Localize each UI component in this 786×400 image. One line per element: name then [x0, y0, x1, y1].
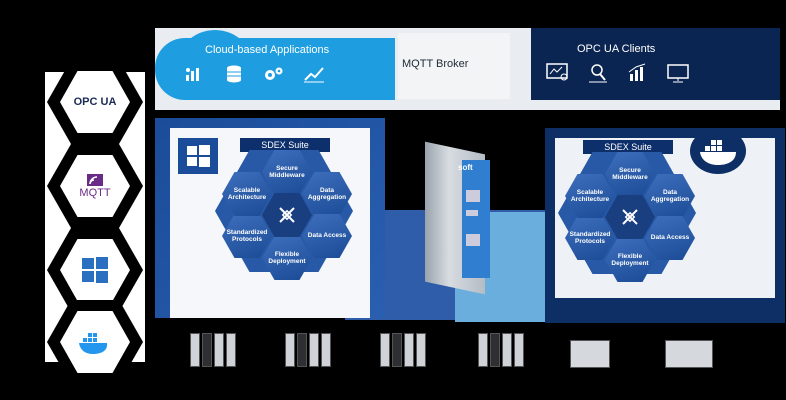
analytics-user-icon [585, 63, 611, 83]
sdex-logo-icon [279, 207, 295, 223]
mqtt-icon [87, 174, 103, 186]
cloud-applications-title: Cloud-based Applications [205, 44, 330, 56]
cloud-icons [182, 64, 326, 84]
mqtt-badge: MQTT [47, 144, 143, 228]
mqtt-label: MQTT [79, 187, 111, 199]
plc-device-1 [190, 333, 236, 367]
sdex-suite-title-right: SDEX Suite [583, 140, 673, 154]
windows-icon [187, 145, 210, 167]
ethernet-port-icon [466, 190, 480, 202]
sdex-left-core-logo [262, 193, 312, 237]
windows-badge [47, 228, 143, 312]
mqtt-broker-label: MQTT Broker [402, 58, 469, 70]
controller-device-2 [665, 340, 713, 368]
gateway-device-front [462, 160, 490, 278]
chart-icon [182, 64, 206, 84]
docker-badge [47, 300, 143, 384]
database-icon [222, 64, 246, 84]
docker-icon [79, 333, 108, 354]
plc-device-3 [380, 333, 426, 367]
sdex-left-data-access: Data Access [302, 214, 352, 258]
plc-device-2 [285, 333, 331, 367]
opc-ua-clients-box [531, 28, 780, 100]
opc-ua-clients-title: OPC UA Clients [577, 43, 656, 55]
monitor-icon [665, 63, 691, 83]
sdex-logo-icon [622, 209, 638, 225]
sdex-suite-title-left: SDEX Suite [240, 138, 330, 152]
sdex-left-flexible-deployment: Flexible Deployment [262, 236, 312, 280]
windows-tile [178, 138, 218, 174]
docker-icon [700, 140, 736, 165]
opc-clients-icons [545, 63, 691, 83]
cloud-applications-bar [155, 38, 395, 100]
ethernet-port-icon [466, 234, 480, 246]
device-brand-label: soft [458, 163, 473, 172]
monitor-analytics-icon [545, 63, 571, 83]
sdex-left-data-aggregation: Data Aggregation [302, 172, 352, 216]
opc-ua-badge: OPC UA [47, 60, 143, 144]
bar-chart-icon [625, 63, 651, 83]
plc-device-4 [478, 333, 524, 367]
usb-port-icon [466, 210, 478, 216]
sdex-left-secure-middleware: Secure Middleware [262, 150, 312, 194]
controller-device-1 [570, 340, 610, 368]
docker-tile [690, 128, 746, 174]
windows-icon [82, 257, 108, 283]
gears-icon [262, 64, 286, 84]
mqtt-broker-box [398, 33, 510, 99]
line-chart-icon [302, 64, 326, 84]
opc-ua-label: OPC UA [73, 96, 117, 108]
